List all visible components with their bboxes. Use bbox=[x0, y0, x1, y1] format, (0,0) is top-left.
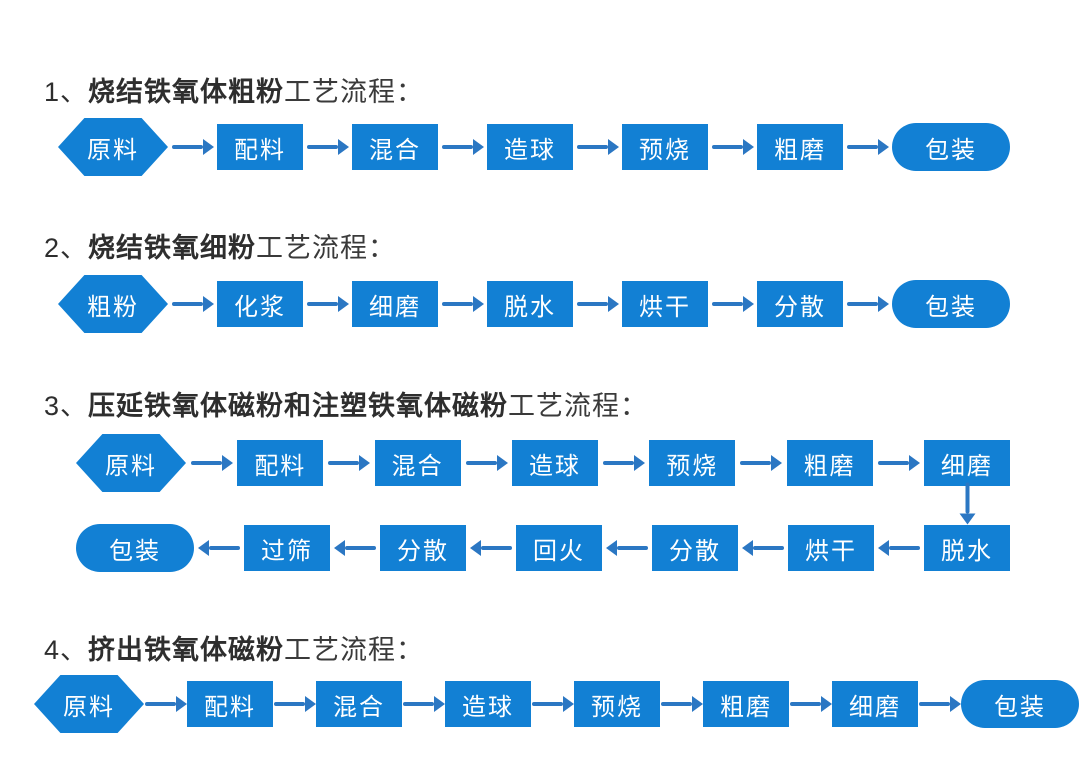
arrow-right-icon bbox=[327, 455, 371, 471]
flow4-node-raw-material: 原料 bbox=[34, 675, 144, 733]
flow4-node-pre-sintering: 预烧 bbox=[574, 681, 660, 727]
flow4-node-fine-milling: 细磨 bbox=[832, 681, 918, 727]
flow1-node-coarse-milling: 粗磨 bbox=[757, 124, 843, 170]
flow3-node-dewatering: 脱水 bbox=[924, 525, 1010, 571]
arrow-right-icon bbox=[441, 139, 484, 155]
arrow-right-icon bbox=[441, 296, 484, 312]
arrow-right-icon bbox=[402, 696, 445, 712]
flow4-node-pelletizing: 造球 bbox=[445, 681, 531, 727]
arrow-right-icon bbox=[306, 139, 349, 155]
flow2-node-fine-milling: 细磨 bbox=[352, 281, 438, 327]
flow1-node-pre-sintering: 预烧 bbox=[622, 124, 708, 170]
flow2-row: 粗粉 化浆 细磨 脱水 烘干 分散 包装 bbox=[58, 275, 1010, 333]
section3-title-suffix: 工艺流程： bbox=[508, 391, 649, 422]
section3-product-name: 压延铁氧体磁粉和注塑铁氧体磁粉 bbox=[88, 391, 509, 422]
flow1-node-packaging: 包装 bbox=[892, 123, 1010, 171]
arrow-right-icon bbox=[846, 139, 889, 155]
flow3-row-bottom: 包装 过筛 分散 回火 分散 烘干 脱水 bbox=[76, 523, 1010, 573]
section4-title: 4、挤出铁氧体磁粉工艺流程： bbox=[44, 632, 424, 668]
flow2-node-dewatering: 脱水 bbox=[487, 281, 573, 327]
flow3-node-sieving: 过筛 bbox=[244, 525, 330, 571]
arrow-left-icon bbox=[334, 540, 377, 556]
arrow-right-icon bbox=[306, 296, 349, 312]
flow3-node-pelletizing: 造球 bbox=[511, 440, 598, 486]
section2-product-name: 烧结铁氧细粉 bbox=[88, 233, 257, 264]
arrow-right-icon bbox=[576, 139, 619, 155]
arrow-right-icon bbox=[273, 696, 316, 712]
arrow-right-icon bbox=[190, 455, 234, 471]
section4-product-name: 挤出铁氧体磁粉 bbox=[88, 635, 285, 666]
arrow-right-icon bbox=[660, 696, 703, 712]
arrow-right-icon bbox=[918, 696, 961, 712]
arrow-left-icon bbox=[198, 540, 241, 556]
flow2-node-dispersing: 分散 bbox=[757, 281, 843, 327]
section3-number: 3、 bbox=[44, 391, 89, 422]
arrow-right-icon bbox=[602, 455, 646, 471]
arrow-right-icon bbox=[465, 455, 508, 471]
section2-number: 2、 bbox=[44, 233, 89, 264]
section2-title-suffix: 工艺流程： bbox=[256, 233, 397, 264]
flow3-node-dispersing-2: 分散 bbox=[380, 525, 466, 571]
flow3-node-raw-material: 原料 bbox=[76, 434, 186, 492]
arrow-right-icon bbox=[171, 139, 214, 155]
arrow-right-icon bbox=[711, 139, 754, 155]
arrow-left-icon bbox=[878, 540, 921, 556]
arrow-right-icon bbox=[739, 455, 783, 471]
arrow-right-icon bbox=[846, 296, 889, 312]
arrow-left-icon bbox=[742, 540, 785, 556]
arrow-right-icon bbox=[144, 696, 187, 712]
arrow-right-icon bbox=[711, 296, 754, 312]
flow2-node-coarse-powder: 粗粉 bbox=[58, 275, 168, 333]
flow3-node-tempering: 回火 bbox=[516, 525, 602, 571]
flow3-node-batching: 配料 bbox=[237, 440, 324, 486]
flow2-node-slurrying: 化浆 bbox=[217, 281, 303, 327]
flow3-node-fine-milling: 细磨 bbox=[923, 440, 1010, 486]
flow2-node-drying: 烘干 bbox=[622, 281, 708, 327]
flow1-node-raw-material: 原料 bbox=[58, 118, 168, 176]
flow1-node-batching: 配料 bbox=[217, 124, 303, 170]
section2-title: 2、烧结铁氧细粉工艺流程： bbox=[44, 230, 396, 266]
section1-title: 1、烧结铁氧体粗粉工艺流程： bbox=[44, 74, 424, 110]
arrow-right-icon bbox=[171, 296, 214, 312]
flow3-row-top: 原料 配料 混合 造球 预烧 粗磨 细磨 bbox=[76, 434, 1010, 492]
arrow-left-icon bbox=[606, 540, 649, 556]
flow3-node-coarse-milling: 粗磨 bbox=[786, 440, 873, 486]
flow1-node-mixing: 混合 bbox=[352, 124, 438, 170]
flow3-node-pre-sintering: 预烧 bbox=[649, 440, 736, 486]
section3-title: 3、压延铁氧体磁粉和注塑铁氧体磁粉工艺流程： bbox=[44, 388, 648, 424]
flow1-row: 原料 配料 混合 造球 预烧 粗磨 包装 bbox=[58, 118, 1010, 176]
section1-product-name: 烧结铁氧体粗粉 bbox=[88, 77, 285, 108]
flow4-node-packaging: 包装 bbox=[961, 680, 1079, 728]
section4-number: 4、 bbox=[44, 635, 89, 666]
flow4-row: 原料 配料 混合 造球 预烧 粗磨 细磨 包装 bbox=[34, 675, 1079, 733]
flow2-node-packaging: 包装 bbox=[892, 280, 1010, 328]
arrow-down-icon bbox=[960, 482, 976, 525]
arrow-left-icon bbox=[470, 540, 513, 556]
arrow-right-icon bbox=[877, 455, 920, 471]
flow3-node-mixing: 混合 bbox=[374, 440, 461, 486]
arrow-right-icon bbox=[789, 696, 832, 712]
section4-title-suffix: 工艺流程： bbox=[284, 635, 425, 666]
flow1-node-pelletizing: 造球 bbox=[487, 124, 573, 170]
flow4-node-coarse-milling: 粗磨 bbox=[703, 681, 789, 727]
flow4-node-batching: 配料 bbox=[187, 681, 273, 727]
flow3-node-dispersing-1: 分散 bbox=[652, 525, 738, 571]
section1-title-suffix: 工艺流程： bbox=[284, 77, 425, 108]
arrow-right-icon bbox=[576, 296, 619, 312]
section1-number: 1、 bbox=[44, 77, 89, 108]
flow3-node-drying: 烘干 bbox=[788, 525, 874, 571]
flow4-node-mixing: 混合 bbox=[316, 681, 402, 727]
arrow-right-icon bbox=[531, 696, 574, 712]
flow3-node-packaging: 包装 bbox=[76, 524, 194, 572]
